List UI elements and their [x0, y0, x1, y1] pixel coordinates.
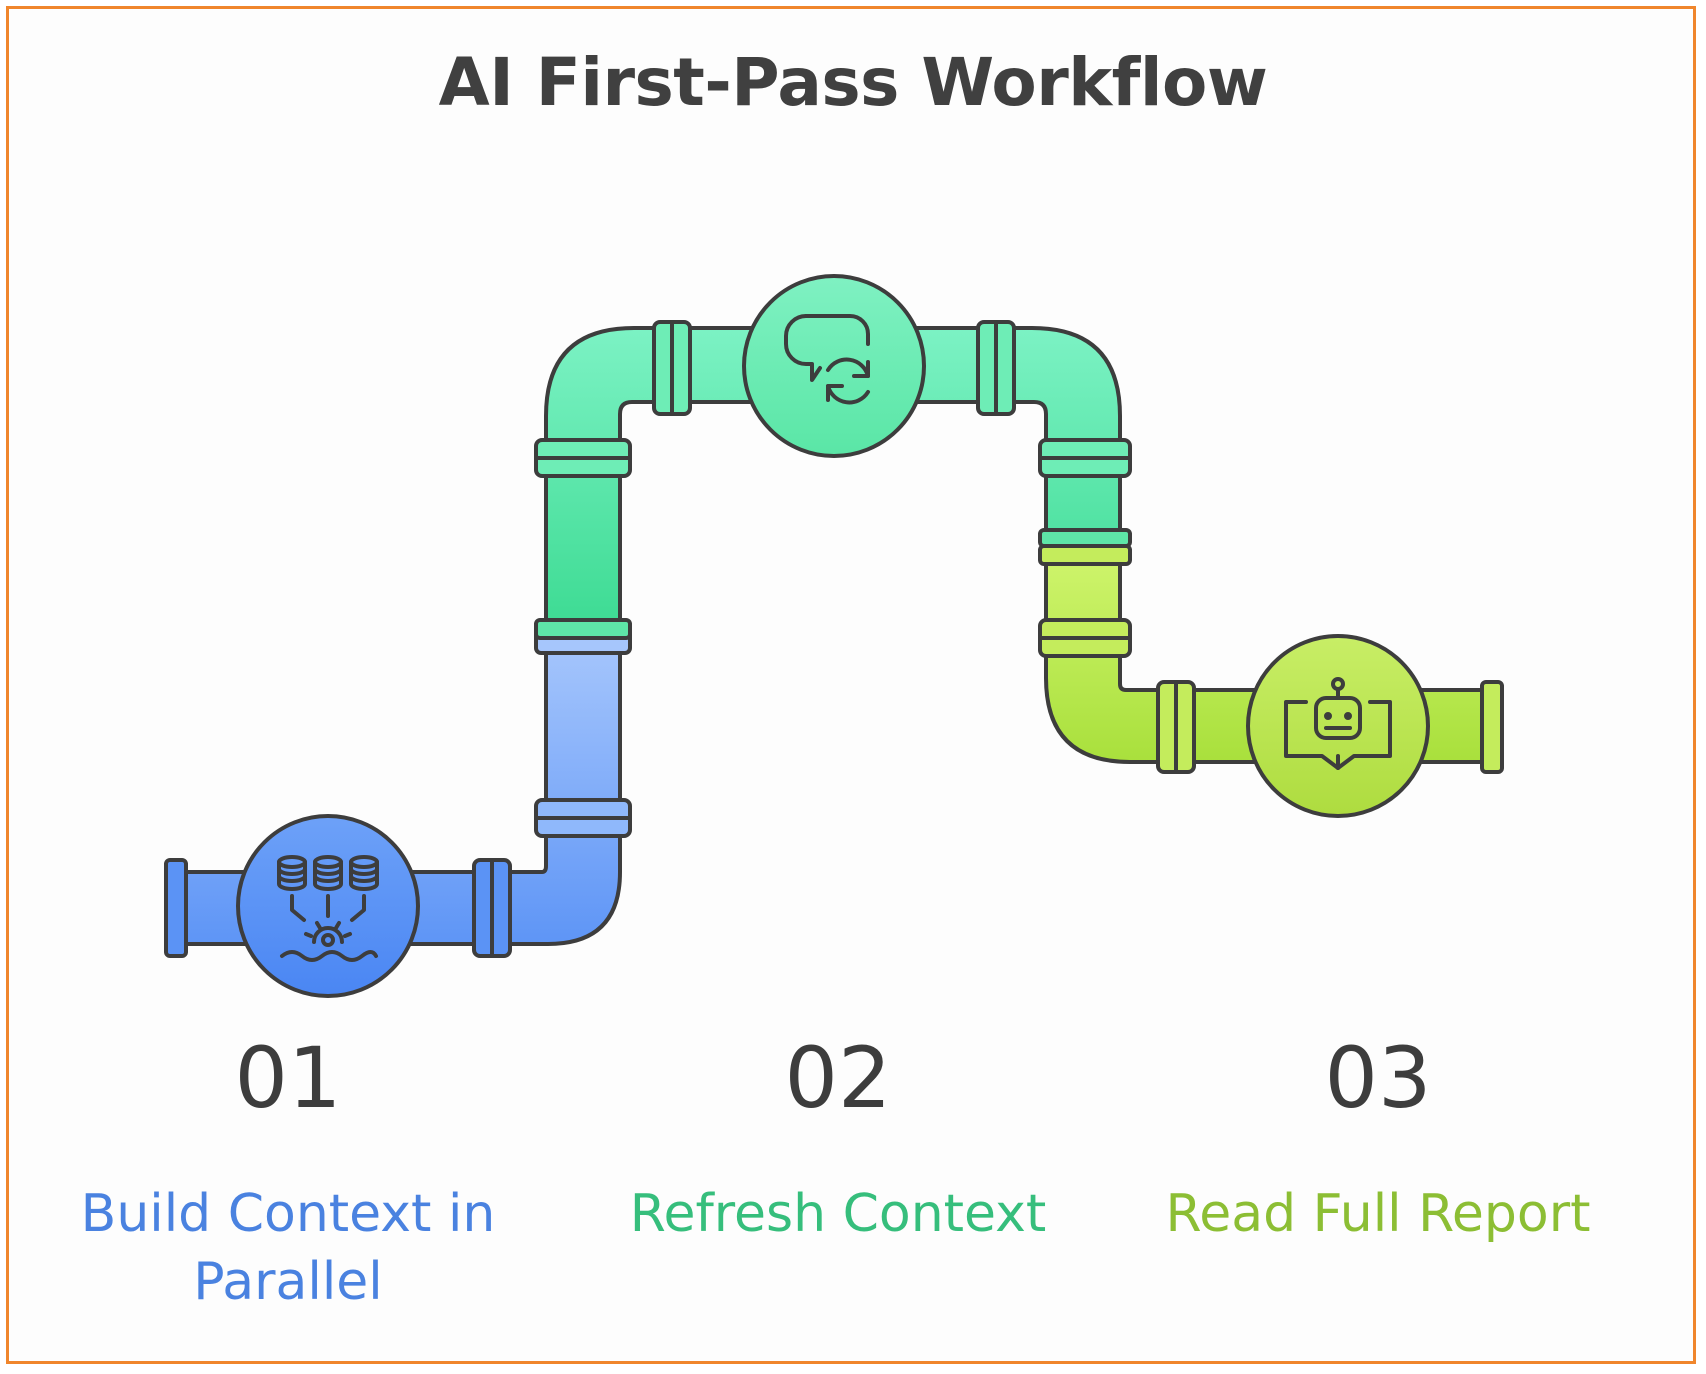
diagram-title: AI First-Pass Workflow: [438, 44, 1268, 121]
databases-merge-icon: [277, 855, 379, 962]
step-1-label: Build Context in Parallel: [80, 1184, 496, 1312]
chat-refresh-icon: [784, 314, 870, 405]
step-2-number: 02: [784, 1029, 892, 1127]
step-3-number: 03: [1324, 1029, 1432, 1127]
robot-reading-book-icon: [1284, 677, 1392, 770]
pipe-segment-step-1: [164, 625, 632, 958]
step-1-number: 01: [234, 1029, 342, 1127]
step-2-label: Refresh Context: [629, 1184, 1047, 1244]
step-3-label: Read Full Report: [1165, 1184, 1591, 1244]
